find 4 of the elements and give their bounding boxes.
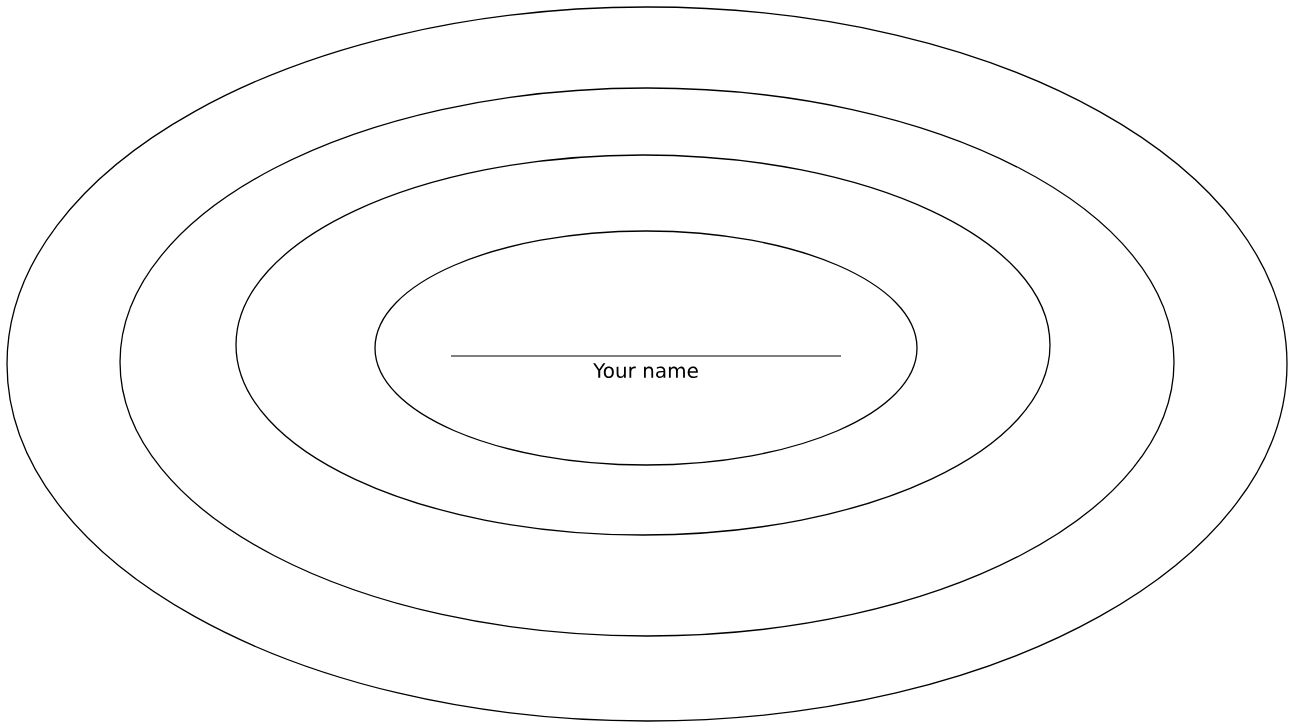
ellipse-ring xyxy=(6,6,1288,722)
ellipse-ring xyxy=(235,154,1051,536)
name-label: Your name xyxy=(593,363,698,379)
ellipse-ring xyxy=(119,87,1175,637)
